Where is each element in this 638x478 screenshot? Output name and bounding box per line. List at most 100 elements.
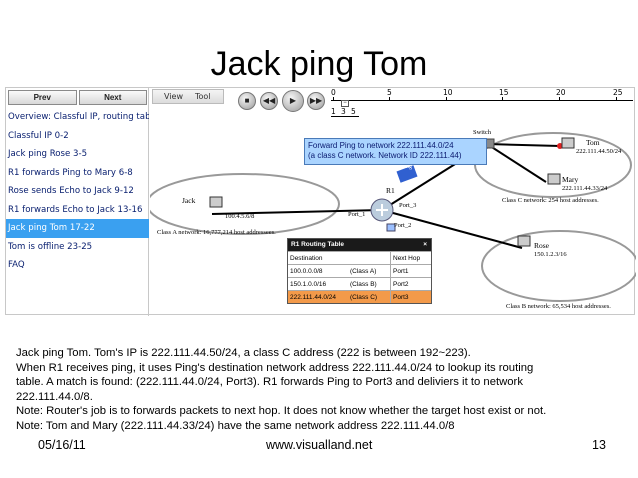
timeline[interactable]: 0 5 10 15 20 25 − 1 3 5 (331, 88, 633, 118)
jack-computer-icon (209, 196, 223, 208)
menu-bar (152, 89, 224, 104)
route-next-hop: Port3 (390, 291, 431, 303)
timeline-tick (502, 97, 503, 101)
timeline-sub-axis (331, 116, 359, 117)
route-destination: 150.1.0.0/16 (290, 281, 327, 288)
lesson-item[interactable]: FAQ (8, 260, 25, 270)
rose-computer-icon (517, 235, 531, 247)
link-switch-tom (486, 143, 561, 147)
lesson-item[interactable]: Jack ping Rose 3-5 (8, 149, 88, 159)
timeline-label: 15 (499, 88, 509, 97)
rose-label: Rose (534, 241, 549, 250)
timeline-tick (616, 97, 617, 101)
class-c-label: Class C network: 254 host addresses. (502, 197, 599, 204)
route-class: (Class A) (350, 268, 377, 275)
jack-label: Jack (182, 196, 196, 205)
timeline-sub-label: 5 (351, 107, 356, 116)
route-class: (Class C) (350, 294, 378, 301)
link-switch-mary (486, 143, 547, 183)
timeline-cursor[interactable]: − (341, 100, 349, 107)
mary-computer-icon (547, 173, 561, 185)
tom-computer-icon (561, 137, 575, 149)
timeline-label: 0 (331, 88, 336, 97)
timeline-sub-label: 3 (341, 107, 346, 116)
route-destination: 100.0.0.0/8 (290, 268, 323, 275)
play-button[interactable]: ▶ (282, 90, 304, 112)
slide-title: Jack ping Tom (210, 45, 428, 83)
tom-label: Tom (586, 138, 600, 147)
next-button[interactable]: Next (78, 90, 147, 105)
footer-url: www.visualland.net (266, 438, 373, 452)
caption-line: Note: Tom and Mary (222.111.44.33/24) ha… (16, 419, 455, 432)
caption-line: 222.111.44.0/8. (16, 390, 93, 403)
view-menu[interactable]: View (164, 92, 183, 101)
class-c-network-ellipse (474, 132, 632, 198)
mary-ip-label: 222.111.44.33/24 (562, 185, 608, 192)
next-hop-header: Next Hop (390, 252, 431, 264)
destination-header: Destination (290, 255, 323, 262)
lesson-item[interactable]: R1 forwards Echo to Jack 13-16 (8, 204, 143, 215)
footer-page-number: 13 (592, 438, 606, 452)
caption-line: table. A match is found: (222.111.44.0/2… (16, 376, 523, 389)
routing-table-row[interactable]: 222.111.44.0/24 (Class C) Port3 (288, 290, 431, 303)
timeline-label: 20 (556, 88, 566, 97)
lesson-item[interactable]: Overview: Classful IP, routing tab (8, 112, 149, 122)
timeline-tick (446, 97, 447, 101)
tom-ip-label: 222.111.44.50/24 (576, 148, 622, 155)
timeline-tick (559, 97, 560, 101)
slide-caption: Jack ping Tom. Tom's IP is 222.111.44.50… (16, 346, 626, 434)
class-a-label: Class A network: 16,777,214 host address… (157, 229, 276, 236)
route-class: (Class B) (350, 281, 377, 288)
mary-label: Mary (562, 175, 579, 184)
timeline-label: 5 (387, 88, 392, 97)
stop-icon: ■ (244, 96, 250, 105)
router-arrows-icon (376, 204, 388, 216)
caption-line: Note: Router's job is to forwards packet… (16, 405, 547, 418)
network-canvas: Switch Tom 222.111.44.50/24 Mary 222.111… (150, 118, 636, 316)
forward-button[interactable]: ▶▶ (307, 92, 325, 110)
timeline-axis (331, 100, 633, 101)
lesson-item[interactable]: Tom is offline 23-25 (8, 241, 93, 252)
timeline-tick (389, 97, 390, 101)
ping-packet-label: Ping (401, 164, 413, 170)
routing-table-header: R1 Routing Table × (288, 239, 431, 251)
rewind-button[interactable]: ◀◀ (260, 92, 278, 110)
lesson-item[interactable]: Jack ping Tom 17-22 (6, 219, 149, 238)
timeline-label: 25 (613, 88, 623, 97)
class-b-network-ellipse (481, 230, 636, 302)
class-a-network-ellipse (150, 173, 340, 235)
r1-label: R1 (386, 186, 395, 195)
forward-icon: ▶▶ (309, 96, 323, 105)
routing-table-row[interactable]: 150.1.0.0/16 (Class B) Port2 (288, 277, 431, 290)
tool-menu[interactable]: Tool (195, 92, 211, 101)
simulator-window: Prev Next Overview: Classful IP, routing… (5, 87, 636, 316)
switch-label: Switch (473, 129, 492, 136)
timeline-sub-label: 1 (331, 107, 336, 116)
class-b-label: Class B network: 65,534 host addresses. (506, 303, 611, 310)
timeline-label: 10 (443, 88, 453, 97)
rose-ip-label: 150.1.2.3/16 (534, 251, 567, 258)
tooltip-line: Forward Ping to network 222.111.44.0/24 (308, 141, 454, 150)
toolbar: View Tool ■ ◀◀ ▶ ▶▶ 0 5 10 15 20 25 − 1 … (150, 88, 636, 118)
timeline-tick (333, 97, 334, 101)
routing-table-panel: R1 Routing Table × Destination Next Hop … (287, 238, 432, 304)
prev-button[interactable]: Prev (8, 90, 77, 105)
tooltip-line: (a class C network. Network ID 222.111.4… (308, 151, 462, 160)
port2-label: Port_2 (394, 222, 412, 229)
rewind-icon: ◀◀ (262, 96, 276, 105)
jack-ip-label: 100.4.5.6/8 (225, 213, 255, 220)
link-r1-rose (381, 209, 523, 249)
route-next-hop: Port2 (390, 278, 431, 290)
close-icon[interactable]: × (423, 241, 427, 248)
lesson-item[interactable]: Classful IP 0-2 (8, 130, 69, 141)
route-destination: 222.111.44.0/24 (290, 294, 337, 301)
lesson-item[interactable]: Rose sends Echo to Jack 9-12 (8, 186, 134, 196)
stop-button[interactable]: ■ (238, 92, 256, 110)
nav-button-bar: Prev Next (6, 88, 149, 108)
lesson-item[interactable]: R1 forwards Ping to Mary 6-8 (8, 167, 133, 178)
footer-date: 05/16/11 (38, 438, 86, 452)
caption-line: Jack ping Tom. Tom's IP is 222.111.44.50… (16, 347, 471, 359)
routing-table-title: R1 Routing Table (291, 241, 344, 248)
routing-table-row[interactable]: 100.0.0.0/8(Class A)Port1 (288, 264, 431, 277)
